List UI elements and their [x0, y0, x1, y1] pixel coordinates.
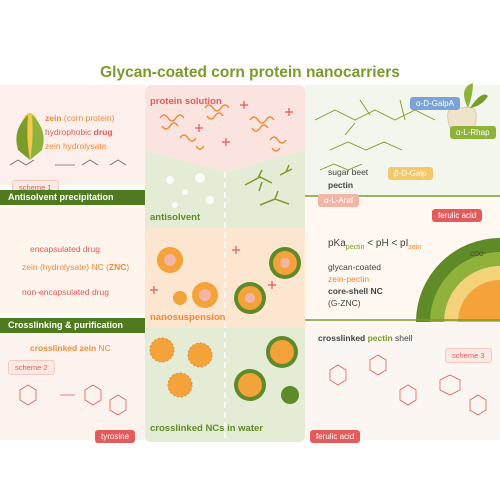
- pka-condition: pKapectin < pH < pIzein: [328, 238, 422, 251]
- protein-coils: [159, 104, 287, 152]
- corn-icon: [16, 113, 44, 160]
- rhap-tag: α-L-Rhap: [450, 126, 496, 139]
- glycan-coated-label: glycan-coated: [328, 262, 381, 272]
- antisolvent-label: antisolvent: [150, 212, 201, 223]
- pectin-label: pectin: [328, 180, 354, 190]
- encapsulated-drug-label: encapsulated drug: [30, 244, 100, 254]
- scheme3-structure: [329, 354, 487, 416]
- bubbles: [166, 173, 214, 208]
- znc-particles: [157, 247, 218, 308]
- crosslinked-gznc: [234, 336, 299, 404]
- antisolvent-panel: [145, 150, 305, 228]
- galp-tag: β-D-Galp: [388, 167, 433, 180]
- scheme2-structure: [19, 384, 127, 416]
- zein-pectin-label: zein-pectin: [328, 274, 370, 284]
- crosslinking-bar: Crosslinking & purification: [0, 318, 145, 333]
- core-shell-graphic: [416, 238, 500, 322]
- antisolvent-precipitation-bar: Antisolvent precipitation: [0, 190, 145, 205]
- nanosuspension-label: nanosuspension: [150, 312, 226, 323]
- protein-solution-panel: [145, 85, 305, 172]
- core-shell-label: core-shell NC: [328, 286, 383, 296]
- crosslinked-pectin-label: crosslinked pectin shell: [318, 333, 413, 343]
- crosslinked-zein-label: crosslinked zein NC: [30, 343, 111, 353]
- scheme1-reaction: [9, 159, 127, 166]
- scheme2-label: scheme 2: [8, 360, 55, 375]
- crosslinked-znc: [149, 337, 213, 398]
- znc-label: zein (hydrolysate) NC (ZNC): [22, 262, 130, 272]
- zein-hydrolysate-label: zein hydrolysate: [45, 141, 107, 151]
- crosslinked-water-label: crosslinked NCs in water: [150, 423, 263, 434]
- zein-label: zein (corn protein): [45, 113, 115, 123]
- ferulic-acid-tag-2: ferulic acid: [310, 430, 361, 443]
- galpa-tag: α-D-GalpA: [410, 97, 460, 110]
- sugar-beet-label: sugar beet: [328, 167, 369, 177]
- left-phase3-bg: [0, 330, 145, 440]
- free-drug-crosses: [150, 246, 276, 294]
- drug-label: hydrophobic drug: [45, 127, 113, 137]
- non-encapsulated-label: non-encapsulated drug: [22, 287, 109, 297]
- left-phase2-bg: [0, 198, 145, 313]
- right-phase3-bg: [305, 322, 500, 440]
- coo-label: COO⁻: [470, 252, 487, 258]
- pectin-structure: [314, 99, 436, 171]
- scheme3-label: scheme 3: [445, 348, 492, 363]
- araf-tag: α-L-Araf: [318, 194, 360, 207]
- drug-crosses: [195, 101, 293, 146]
- gznc-particles: [234, 247, 301, 314]
- figure-title: Glycan-coated corn protein nanocarriers: [100, 64, 400, 81]
- tyrosine-tag: tyrosine: [95, 430, 136, 443]
- protein-solution-label: protein solution: [150, 96, 222, 107]
- gznc-label: (G-ZNC): [328, 298, 361, 308]
- ferulic-acid-tag-1: ferulic acid: [432, 209, 483, 222]
- pectin-branches: [244, 164, 293, 206]
